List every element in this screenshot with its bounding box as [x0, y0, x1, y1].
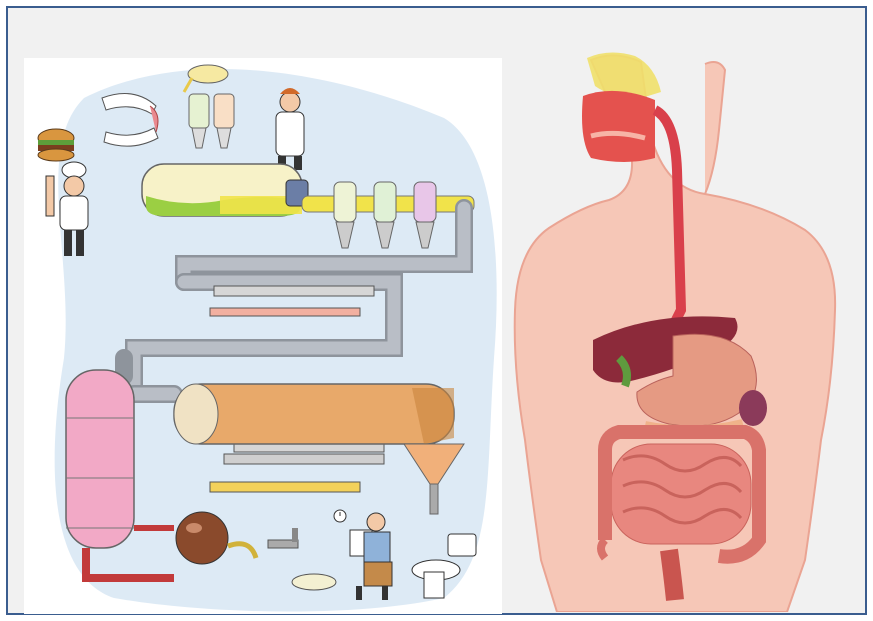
top-flasks [188, 93, 235, 149]
reading-man-icon [349, 512, 393, 600]
torso-diagram [513, 52, 837, 612]
stomach-tank [141, 163, 309, 217]
scientist-icon [275, 88, 305, 170]
pump [175, 511, 259, 565]
side-flasks [333, 181, 437, 249]
intestine-drum [173, 383, 465, 515]
chef-icon [45, 161, 89, 256]
anatomy-illustration [505, 40, 865, 612]
esophagus [652, 105, 687, 333]
pink-storage-tank [65, 369, 174, 582]
heating-racks [209, 285, 385, 493]
stomach [636, 333, 757, 427]
colon [598, 425, 766, 564]
gallbladder [616, 355, 631, 388]
pouring-bottle-icon [182, 64, 229, 93]
teeth-icon [101, 93, 159, 147]
faucet-icon [267, 528, 299, 549]
rectum [660, 548, 684, 601]
bucket [291, 573, 337, 591]
nasal-cavity [587, 52, 661, 100]
clock-icon [333, 509, 347, 523]
spleen [739, 390, 767, 426]
hamburger-icon [37, 128, 75, 162]
small-intestine [610, 443, 752, 545]
toilet-icon [411, 533, 477, 599]
digestion-machine-cartoon [24, 58, 502, 614]
pipe-network [115, 199, 473, 403]
machine-illustration [37, 64, 497, 612]
appendix [597, 537, 609, 561]
oral-cavity [582, 90, 655, 162]
